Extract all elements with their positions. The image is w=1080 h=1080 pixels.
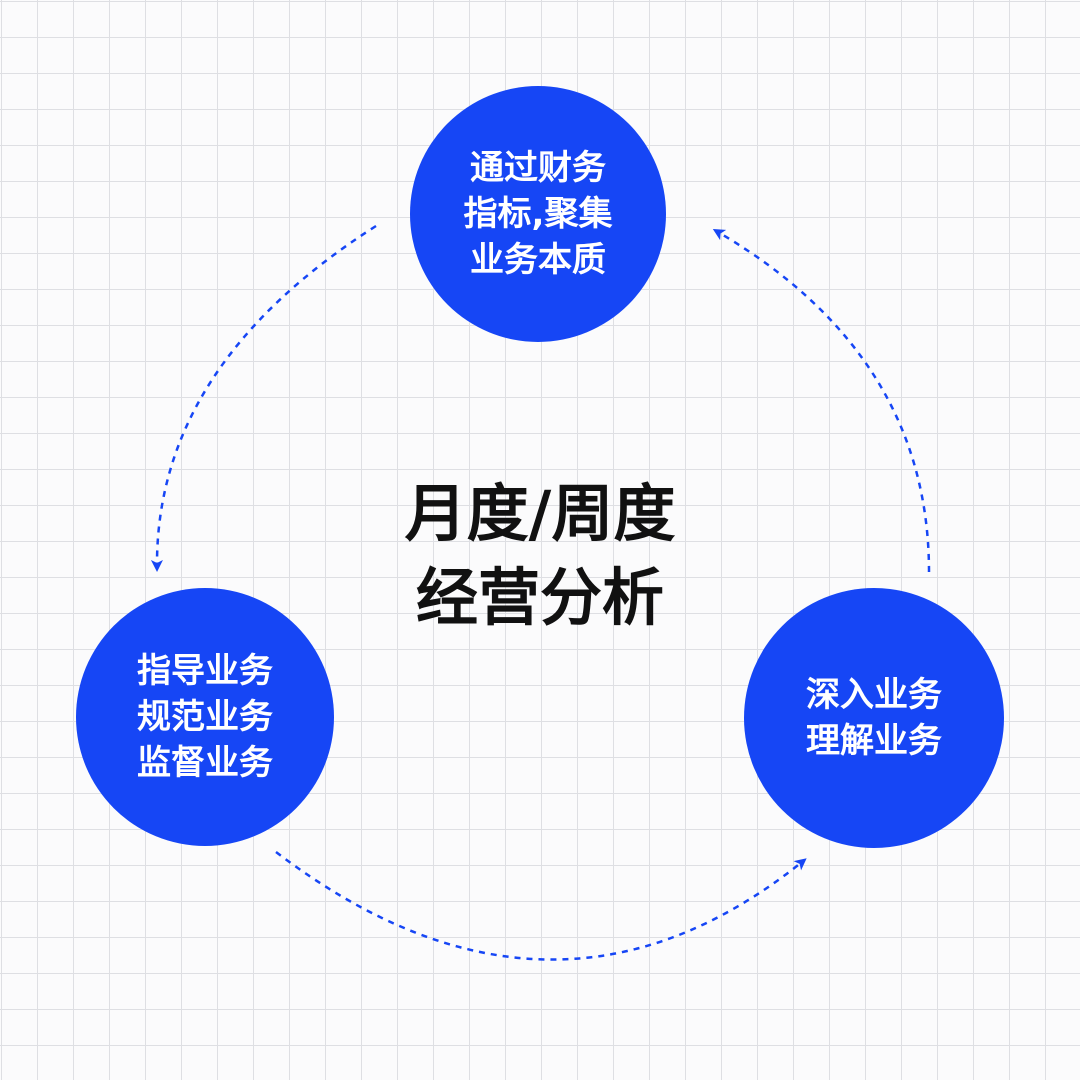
node-guide-business: 指导业务 规范业务 监督业务 — [76, 588, 334, 846]
center-title-line-1: 月度/周度 — [404, 477, 676, 550]
node-left-line-3: 监督业务 — [137, 743, 273, 783]
center-title-line-2: 经营分析 — [415, 561, 664, 634]
node-top-line-1: 通过财务 — [470, 148, 606, 188]
node-right-line-2: 理解业务 — [806, 721, 942, 761]
node-left-line-2: 规范业务 — [137, 697, 273, 737]
node-left-line-1: 指导业务 — [137, 651, 273, 691]
arrow-right-to-top — [712, 228, 931, 573]
node-understand-business: 深入业务 理解业务 — [744, 588, 1004, 848]
node-right-line-1: 深入业务 — [806, 675, 942, 715]
node-top-line-3: 业务本质 — [470, 240, 606, 280]
node-top-line-2: 指标,聚集 — [463, 194, 613, 234]
node-finance-metrics: 通过财务 指标,聚集 业务本质 — [410, 86, 666, 342]
center-title: 月度/周度 经营分析 — [340, 472, 740, 640]
arrow-left-to-right — [275, 851, 807, 961]
